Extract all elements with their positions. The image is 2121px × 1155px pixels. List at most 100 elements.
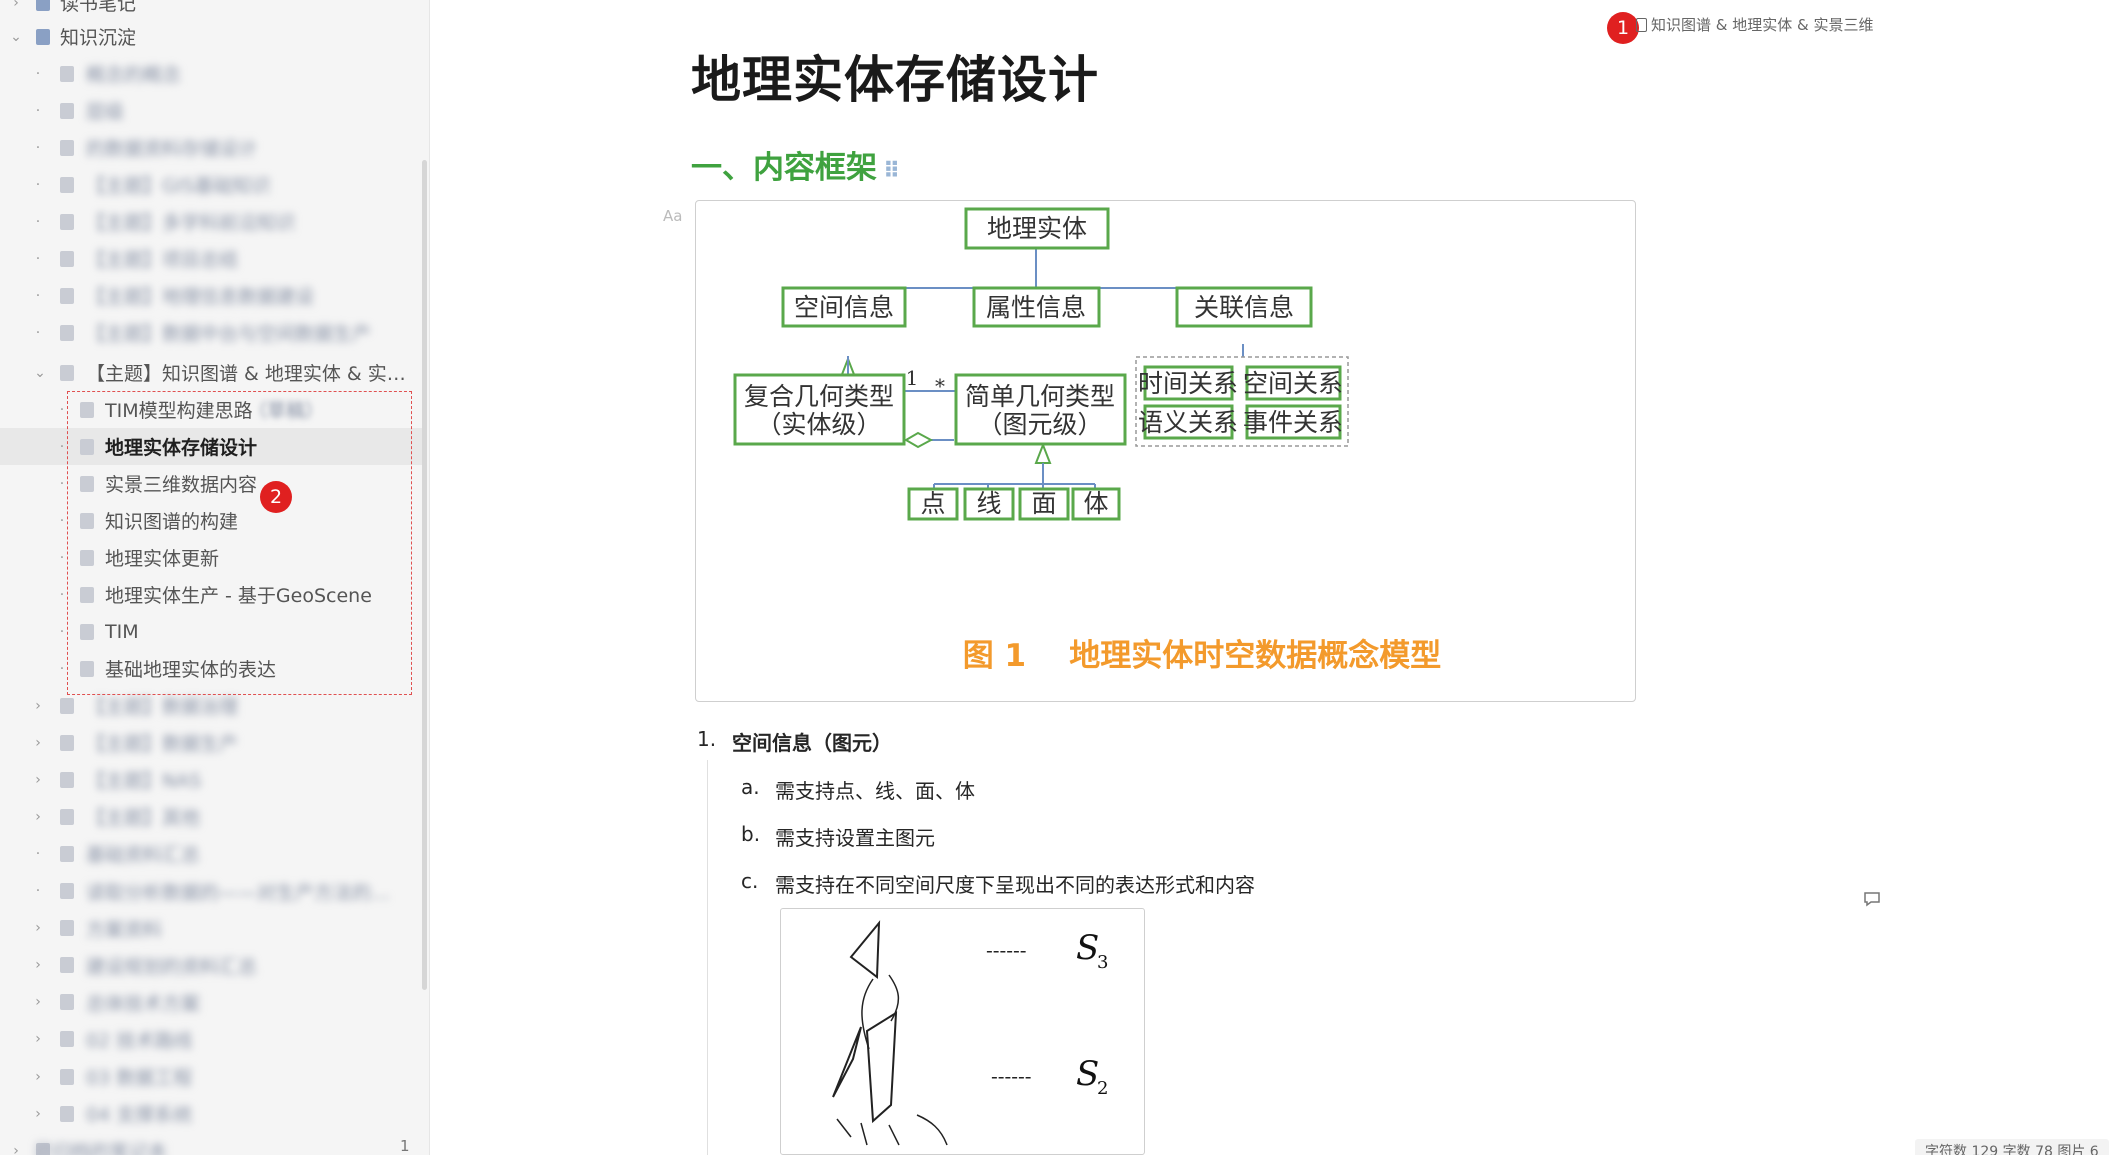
- sidebar-child-item[interactable]: ·地理实体生产 - 基于GeoScene: [0, 576, 425, 613]
- sidebar-item-label: 【主题】数据生产: [86, 733, 239, 756]
- sidebar-child-item[interactable]: ·实景三维数据内容: [0, 465, 425, 502]
- bullet-icon: ·: [59, 549, 65, 566]
- folder-doc-icon: [60, 364, 74, 381]
- sidebar-item[interactable]: ›建设规划的资料汇总: [0, 947, 425, 984]
- label-composite-1: 复合几何类型: [744, 382, 894, 411]
- chevron-right-icon[interactable]: ›: [35, 994, 41, 1011]
- sidebar-item-label: 【主题】数据中台与空间数据生产: [86, 323, 372, 345]
- sidebar-item[interactable]: ›总体技术方案: [0, 984, 425, 1021]
- chevron-right-icon[interactable]: ›: [13, 0, 19, 11]
- document-icon: [36, 1142, 50, 1155]
- comment-icon[interactable]: [1863, 891, 1881, 907]
- sidebar-item[interactable]: · 【主题】数据中台与空间数据生产: [0, 314, 425, 351]
- sidebar-item-label: 【主题】数据治理: [86, 696, 239, 718]
- bullet-icon: ·: [35, 213, 41, 230]
- label-volume: 体: [1083, 489, 1108, 518]
- sidebar-child-item[interactable]: ·TIM模型构建思路（草稿）: [0, 391, 425, 428]
- sidebar-item[interactable]: ·读取分析数据的——对生产方法的整理: [0, 873, 425, 910]
- sidebar-item-label: 已归档的笔记本: [34, 1141, 168, 1155]
- sidebar-item-reading-notes[interactable]: › 读书笔记: [0, 0, 425, 21]
- chevron-right-icon[interactable]: ›: [13, 1142, 19, 1155]
- sidebar-item[interactable]: ›方案资料: [0, 910, 425, 947]
- document-icon: [80, 660, 94, 677]
- label-simple-1: 简单几何类型: [965, 382, 1115, 411]
- section-heading[interactable]: 一、内容框架⠿: [691, 142, 900, 187]
- sidebar-count: 1: [400, 1137, 410, 1155]
- page-title[interactable]: 地理实体存储设计: [691, 51, 1099, 109]
- label-time-relation: 时间关系: [1138, 369, 1238, 398]
- sidebar-item[interactable]: ·概念的概念: [0, 55, 425, 92]
- sidebar-item-label: 的数据资料存储设计: [86, 138, 258, 160]
- multiplicity-many: *: [935, 374, 945, 398]
- document-icon: [60, 957, 74, 974]
- sidebar-item[interactable]: ›03 数据工程: [0, 1058, 425, 1095]
- document-icon: [80, 401, 94, 418]
- sidebar-item[interactable]: ·的数据资料存储设计: [0, 129, 425, 166]
- breadcrumb[interactable]: 知识图谱 & 地理实体 & 实景三维: [1636, 14, 1873, 35]
- sidebar-item[interactable]: ›【主题】NAS: [0, 761, 425, 798]
- chevron-right-icon[interactable]: ›: [35, 1068, 41, 1085]
- list-item-text[interactable]: 需支持在不同空间尺度下呈现出不同的表达形式和内容: [775, 873, 1255, 897]
- chevron-right-icon[interactable]: ›: [35, 920, 41, 937]
- bullet-icon: ·: [35, 324, 41, 341]
- sidebar-item-label: 知识沉淀: [60, 27, 137, 49]
- drag-handle-icon[interactable]: ⠿: [883, 159, 901, 184]
- bullet-icon: ·: [59, 586, 65, 603]
- quad-shape: [865, 1011, 898, 1124]
- sidebar-child-item[interactable]: ·基础地理实体的表达: [0, 650, 425, 687]
- sidebar-item[interactable]: ·【主题】项目总结: [0, 240, 425, 277]
- chevron-right-icon[interactable]: ›: [35, 808, 41, 825]
- bullet-icon: ·: [35, 102, 41, 119]
- chevron-down-icon[interactable]: ⌄: [34, 364, 46, 381]
- chevron-right-icon[interactable]: ›: [35, 1105, 41, 1122]
- sidebar-child-item[interactable]: ·TIM: [0, 613, 425, 650]
- scale-dash: ------: [986, 938, 1027, 962]
- list-item-text[interactable]: 空间信息（图元）: [732, 731, 892, 755]
- sidebar-child-item[interactable]: ·知识图谱的构建: [0, 502, 425, 539]
- list-item-text[interactable]: 需支持设置主图元: [775, 826, 935, 850]
- sidebar-item-knowledge[interactable]: ⌄ 知识沉淀: [0, 18, 425, 55]
- document-icon: [80, 549, 94, 566]
- sidebar-item[interactable]: › 【主题】数据生产: [0, 724, 425, 761]
- list-number: b.: [741, 822, 761, 846]
- list-number: 1.: [697, 727, 717, 751]
- label-line: 线: [976, 489, 1001, 518]
- text-style-hint[interactable]: Aa: [663, 207, 683, 225]
- sidebar-child-item[interactable]: ·地理实体存储设计: [0, 428, 425, 465]
- chevron-right-icon[interactable]: ›: [35, 771, 41, 788]
- list-number: c.: [741, 869, 759, 893]
- chevron-right-icon[interactable]: ›: [35, 1031, 41, 1048]
- label-simple-2: （图元级）: [977, 410, 1102, 439]
- sidebar-item[interactable]: ›04 支撑系统: [0, 1095, 425, 1132]
- breadcrumb-text[interactable]: 知识图谱 & 地理实体 & 实景三维: [1651, 16, 1874, 34]
- sidebar-item[interactable]: ·【主题】地理信息数据建设: [0, 277, 425, 314]
- sidebar-item[interactable]: ·基础资料汇总: [0, 835, 425, 872]
- sidebar-item-topic-kg[interactable]: ⌄ 【主题】知识图谱 & 地理实体 & 实景三...: [0, 354, 425, 391]
- chevron-down-icon[interactable]: ⌄: [10, 28, 22, 45]
- sidebar-item[interactable]: › 【主题】数据治理: [0, 687, 425, 724]
- scale-diagram: ------ S 3 ------ S 2: [832, 920, 1108, 1146]
- document-icon: [60, 771, 74, 788]
- sidebar-item[interactable]: ·层级: [0, 92, 425, 129]
- arrow-line: [860, 1122, 868, 1146]
- box-time-relation: [1143, 365, 1234, 401]
- box-space-relation: [1245, 365, 1342, 401]
- chevron-right-icon[interactable]: ›: [35, 957, 41, 974]
- aggregation-diamond: [904, 431, 934, 449]
- figure-scale-levels[interactable]: ------ S 3 ------ S 2: [780, 908, 1145, 1155]
- list-item-text[interactable]: 需支持点、线、面、体: [775, 779, 975, 803]
- chevron-right-icon[interactable]: ›: [35, 697, 41, 714]
- sidebar-item[interactable]: ·【主题】GIS基础知识: [0, 166, 425, 203]
- sidebar-item[interactable]: ›02 技术路线: [0, 1021, 425, 1058]
- document-icon: [80, 512, 94, 529]
- label-attribute-info: 属性信息: [986, 293, 1086, 322]
- bullet-icon: ·: [35, 65, 41, 82]
- sidebar-scrollbar[interactable]: [422, 160, 427, 990]
- notebook-icon: [36, 0, 50, 11]
- figure-concept-model[interactable]: 地理实体 空间信息 属性信息 关联信息 复合几何类型 （实体级） 简单几何类型 …: [695, 200, 1636, 702]
- sidebar-child-item[interactable]: ·地理实体更新: [0, 539, 425, 576]
- chevron-right-icon[interactable]: ›: [35, 734, 41, 751]
- sidebar-item[interactable]: › 已归档的笔记本: [0, 1132, 425, 1155]
- sidebar-item[interactable]: ·【主题】多学科前沿知识: [0, 203, 425, 240]
- sidebar-item[interactable]: ›【主题】其他: [0, 798, 425, 835]
